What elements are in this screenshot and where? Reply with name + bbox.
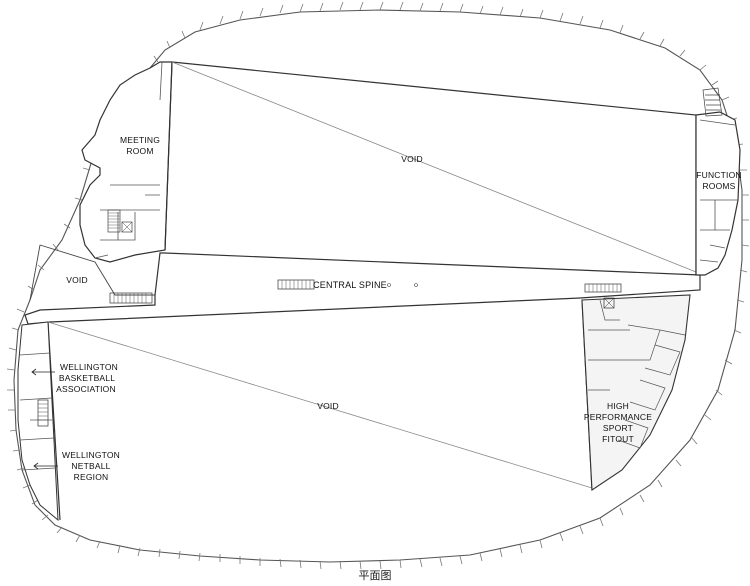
label-basketball-2: BASKETBALL [59, 373, 115, 383]
label-function-rooms-1: FUNCTION [696, 170, 742, 180]
stair-left-office [37, 399, 49, 427]
arrow-netball [33, 462, 58, 470]
label-hps-4: FITOUT [602, 434, 634, 444]
label-central-spine: CENTRAL SPINE [313, 280, 387, 290]
stair-left-treads [113, 293, 147, 303]
stair-meeting [107, 209, 121, 233]
function-rooms-block [695, 111, 741, 276]
left-office-walls [19, 352, 56, 471]
label-void-left: VOID [66, 275, 88, 285]
label-basketball-1: WELLINGTON [60, 362, 118, 372]
void-top-outline [164, 61, 697, 275]
label-netball-3: REGION [74, 472, 109, 482]
stair-left-office-treads [38, 403, 48, 421]
spine-column-2 [414, 283, 418, 287]
function-rooms-walls [699, 119, 738, 263]
hps-walls [588, 299, 686, 449]
label-meeting-room-2: ROOM [126, 146, 153, 156]
label-basketball-3: ASSOCIATION [56, 384, 116, 394]
hps-lift [603, 297, 615, 309]
spine-stair-b-treads [588, 284, 618, 292]
stair-left [109, 292, 153, 304]
lift-meeting-x [121, 221, 133, 233]
void-top-diagonal [171, 61, 697, 273]
spine-stair-a-treads [281, 280, 311, 289]
figure-caption: 平面图 [358, 569, 392, 582]
label-void-bottom: VOID [317, 401, 339, 411]
label-netball-1: WELLINGTON [62, 450, 120, 460]
label-void-top: VOID [401, 154, 423, 164]
lift-meeting [121, 221, 133, 233]
arrow-basketball [31, 368, 55, 376]
label-netball-2: NETBALL [71, 461, 110, 471]
stair-meeting-treads [108, 212, 120, 229]
void-left-area [29, 244, 155, 301]
label-meeting-room-1: MEETING [120, 135, 160, 145]
hps-lift-x [603, 297, 615, 309]
central-spine [24, 252, 701, 325]
envelope-serration [6, 1, 750, 570]
spine-column-1 [387, 283, 391, 287]
spine-stair-a [277, 279, 315, 290]
spine-stair-b [584, 283, 622, 293]
hps-block [581, 294, 691, 491]
void-bottom-diagonal [47, 321, 593, 489]
label-hps-2: PERFORMANCE [584, 412, 652, 422]
meeting-room-walls [94, 61, 163, 259]
label-hps-1: HIGH [607, 401, 629, 411]
label-hps-3: SPORT [603, 423, 633, 433]
label-function-rooms-2: ROOMS [702, 181, 735, 191]
stair-top-right [702, 87, 723, 117]
meeting-room-block [79, 61, 173, 263]
